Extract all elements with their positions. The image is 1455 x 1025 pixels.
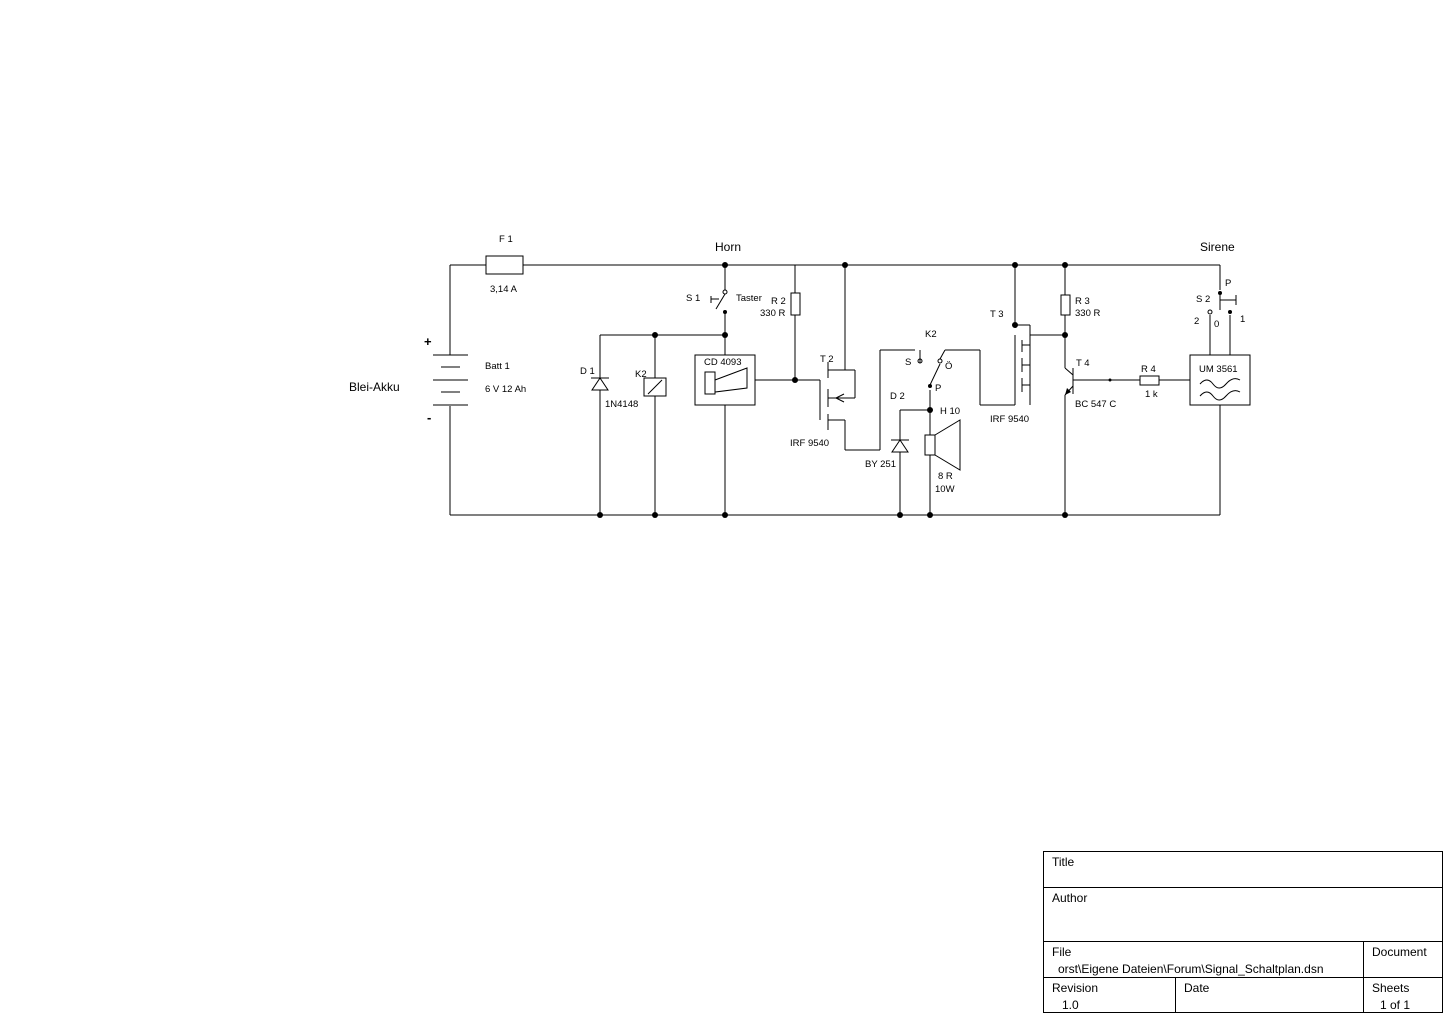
svg-text:BY 251: BY 251	[865, 459, 896, 470]
svg-text:2: 2	[1194, 316, 1199, 327]
junctions	[597, 262, 1232, 518]
svg-text:CD 4093: CD 4093	[704, 357, 742, 368]
ic-um3561: UM 3561	[1189, 354, 1251, 406]
battery-batt1: + - Blei-Akku Batt 1 6 V 12 Ah	[349, 334, 526, 425]
svg-text:1: 1	[1240, 314, 1245, 325]
svg-text:1 k: 1 k	[1145, 389, 1158, 400]
svg-text:Ö: Ö	[945, 361, 952, 372]
svg-text:P: P	[935, 383, 941, 394]
svg-text:1N4148: 1N4148	[605, 399, 638, 410]
revision-field: Revision 1.0	[1044, 978, 1176, 1012]
svg-text:Blei-Akku: Blei-Akku	[349, 380, 400, 394]
sheets-field: Sheets 1 of 1	[1372, 981, 1411, 1012]
svg-text:R 4: R 4	[1141, 364, 1156, 375]
svg-text:8 R: 8 R	[938, 471, 953, 482]
file-field: File orst\Eigene Dateien\Forum\Signal_Sc…	[1044, 942, 1364, 978]
date-field: Date	[1176, 978, 1364, 1012]
svg-text:IRF 9540: IRF 9540	[990, 414, 1029, 425]
svg-text:P: P	[1225, 278, 1231, 289]
author-field: Author	[1044, 888, 1442, 942]
svg-text:0: 0	[1214, 319, 1219, 330]
svg-text:UM 3561: UM 3561	[1199, 364, 1238, 375]
svg-text:F 1: F 1	[499, 234, 513, 245]
svg-text:T 4: T 4	[1076, 358, 1090, 369]
svg-text:K2: K2	[925, 329, 937, 340]
svg-text:T 3: T 3	[990, 309, 1004, 320]
mosfet-t3: T 3 IRF 9540	[990, 309, 1031, 425]
svg-text:Batt 1: Batt 1	[485, 361, 510, 372]
wires	[449, 264, 1231, 516]
svg-text:R 2: R 2	[771, 296, 786, 307]
mosfet-t2: T 2 IRF 9540	[790, 354, 845, 449]
svg-text:S 1: S 1	[686, 293, 700, 304]
svg-text:-: -	[427, 410, 431, 425]
svg-text:S 2: S 2	[1196, 294, 1210, 305]
transistor-t4: T 4 BC 547 C	[1064, 358, 1116, 410]
svg-text:330 R: 330 R	[760, 308, 785, 319]
relay-k2-switch: K2 S Ö P	[905, 329, 952, 394]
resistor-r2: R 2 330 R	[760, 292, 801, 319]
switch-s1: S 1 Taster	[686, 289, 762, 314]
resistor-r4: R 4 1 k	[1139, 364, 1160, 400]
switch-s2: P S 2 2 0 1	[1194, 278, 1245, 330]
diode-d1: D 1 1N4148	[580, 366, 638, 410]
svg-text:K2: K2	[635, 369, 647, 380]
svg-text:330 R: 330 R	[1075, 308, 1100, 319]
title-field: Title	[1044, 852, 1442, 888]
speaker-h10: H 10 8 R 10W	[924, 406, 961, 495]
svg-text:T 2: T 2	[820, 354, 834, 365]
svg-text:S: S	[905, 357, 911, 368]
relay-k2-coil: K2	[635, 369, 667, 397]
fuse-f1: F 1 3,14 A	[485, 234, 524, 295]
svg-text:D 2: D 2	[890, 391, 905, 402]
sirene-label: Sirene	[1200, 240, 1235, 254]
svg-text:3,14 A: 3,14 A	[490, 284, 518, 295]
document-field: Document	[1364, 942, 1442, 978]
diode-d2: D 2 BY 251	[865, 391, 909, 470]
svg-text:IRF 9540: IRF 9540	[790, 438, 829, 449]
resistor-r3: R 3 330 R	[1060, 294, 1100, 319]
svg-text:6 V 12 Ah: 6 V 12 Ah	[485, 384, 526, 395]
svg-text:10W: 10W	[935, 484, 955, 495]
svg-text:BC 547 C: BC 547 C	[1075, 399, 1116, 410]
svg-text:+: +	[424, 334, 432, 349]
svg-text:Taster: Taster	[736, 293, 762, 304]
title-block: Title Author File orst\Eigene Dateien\Fo…	[1043, 851, 1443, 1013]
horn-label: Horn	[715, 240, 741, 254]
svg-text:H 10: H 10	[940, 406, 960, 417]
svg-text:D 1: D 1	[580, 366, 595, 377]
svg-text:R 3: R 3	[1075, 296, 1090, 307]
ic-cd4093: CD 4093	[694, 354, 756, 406]
